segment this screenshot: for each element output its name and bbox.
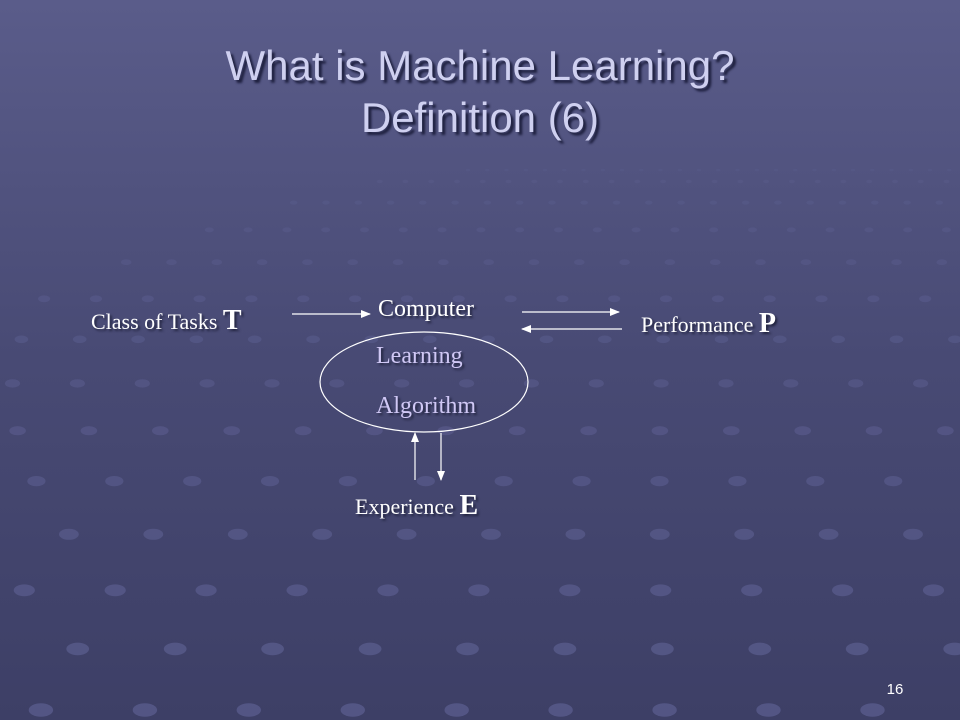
tasks-symbol: T [222,305,242,336]
performance-symbol: P [758,308,776,339]
slide-title-line-1: What is Machine Learning? [225,42,735,89]
experience-symbol: E [459,490,479,521]
tasks-label: Class of Tasks T [91,305,242,336]
page-number: 16 [886,681,904,698]
algorithm-label: Algorithm [376,393,476,419]
performance-label: Performance P [641,308,776,339]
slide-title-line-2: Definition (6) [360,94,600,141]
learning-label: Learning [376,343,463,369]
computer-label: Computer [378,296,474,322]
learning-algorithm-ellipse [319,331,529,433]
experience-label: Experience E [355,490,479,521]
